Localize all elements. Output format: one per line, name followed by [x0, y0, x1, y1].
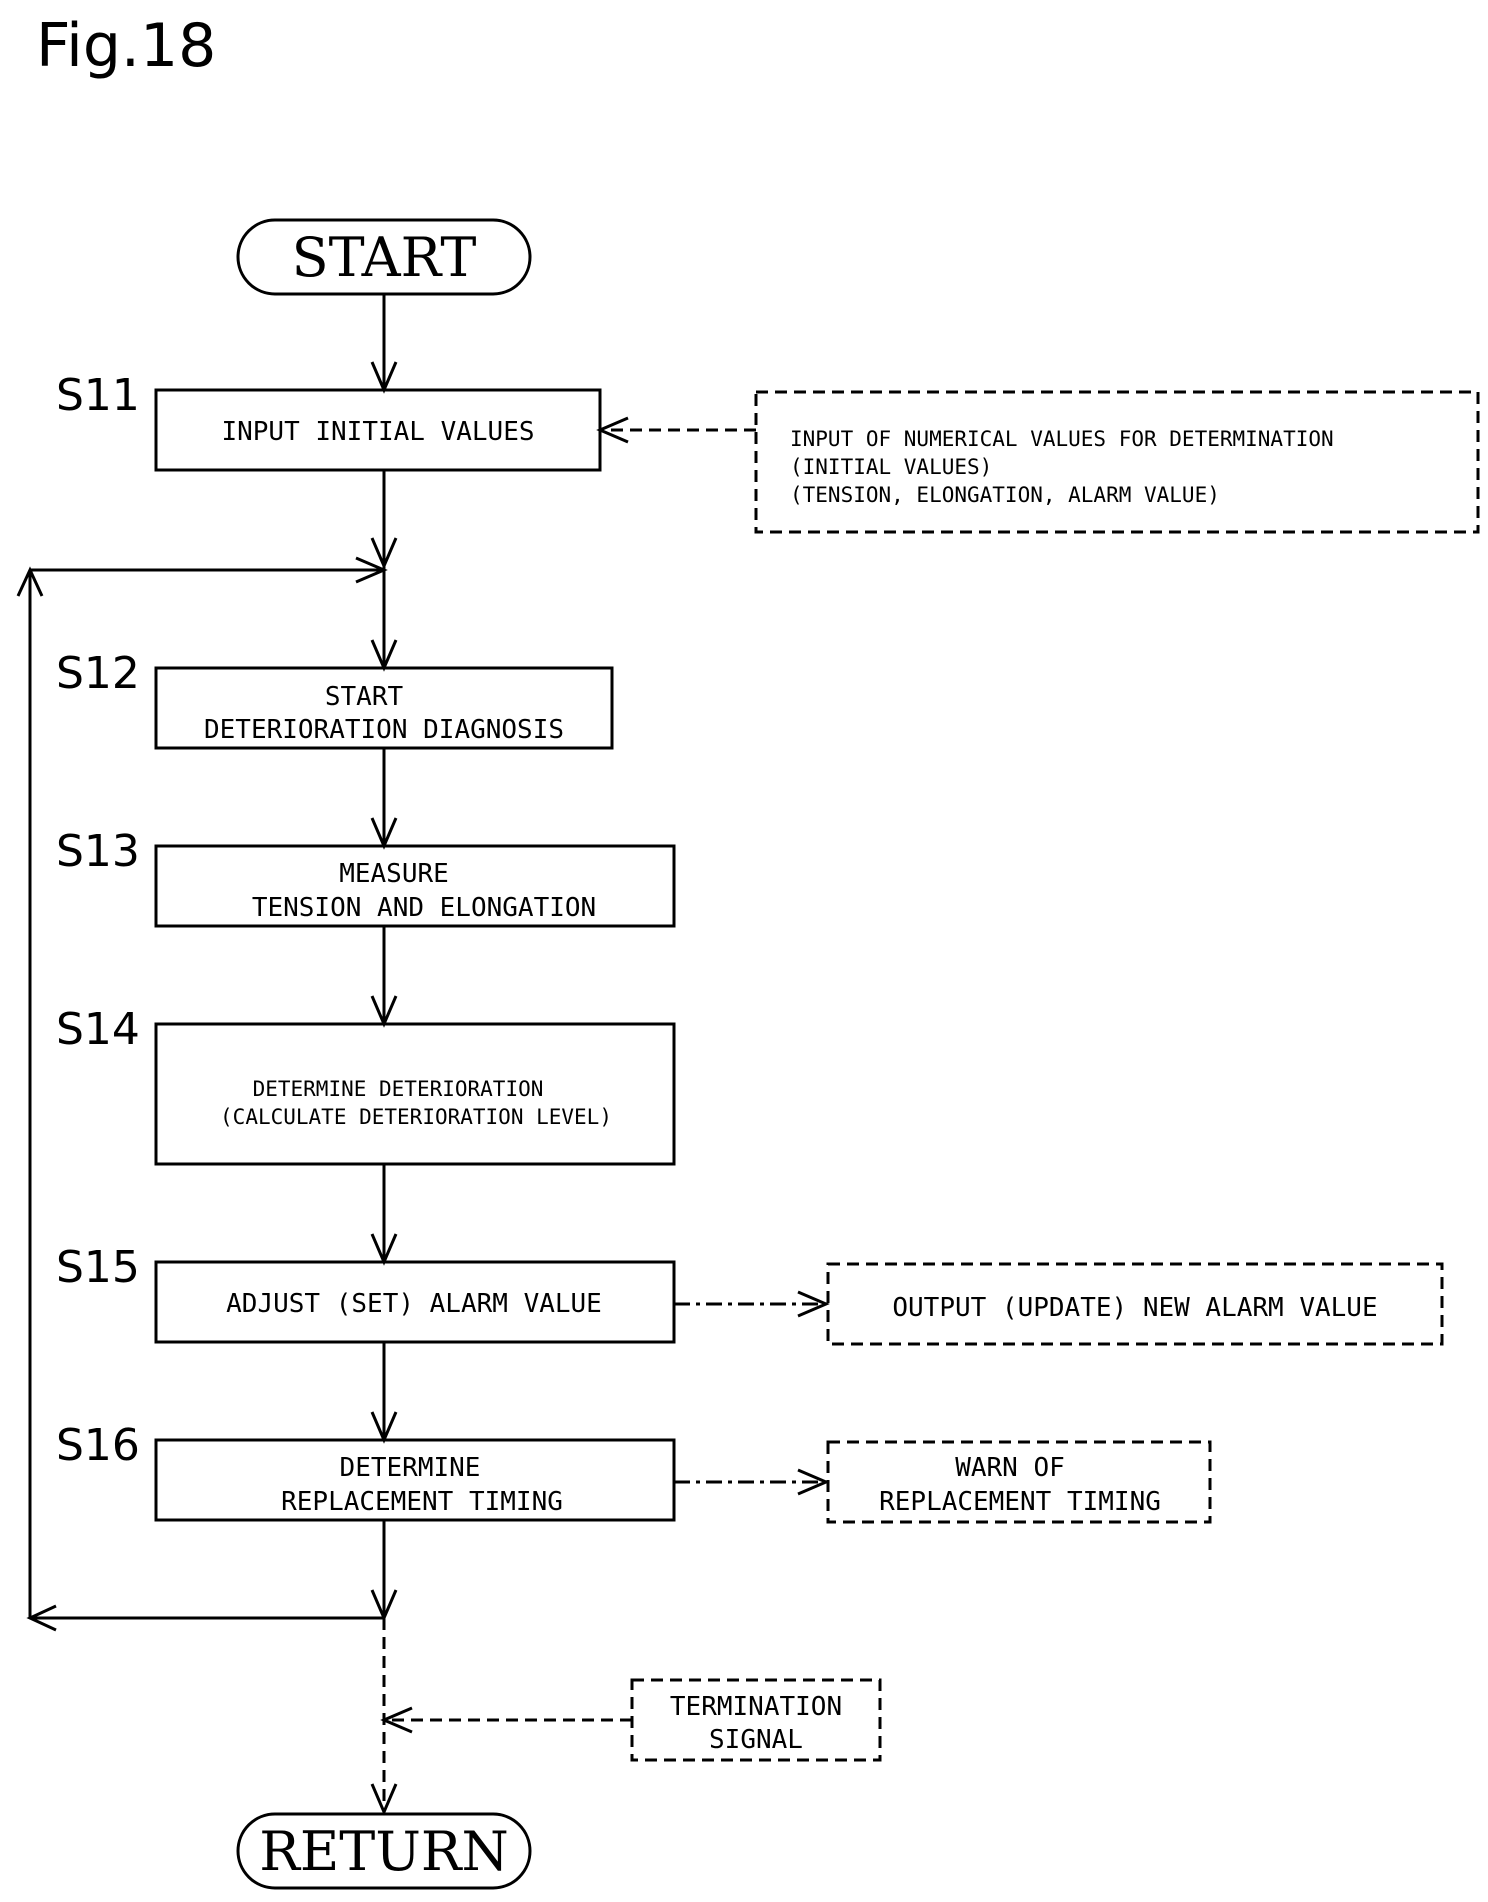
note-warn-line-2: REPLACEMENT TIMING [879, 1487, 1161, 1517]
step-label-s12: S12 [56, 648, 140, 699]
start-label: START [292, 226, 477, 289]
note-output-alarm-text: OUTPUT (UPDATE) NEW ALARM VALUE [892, 1293, 1377, 1323]
return-terminal: RETURN [238, 1814, 530, 1888]
step-text-s16-line-1: DETERMINE [340, 1453, 481, 1483]
step-text-s13-line-2: TENSION AND ELONGATION [252, 893, 596, 923]
step-label-s14: S14 [56, 1004, 140, 1055]
note-input-values-line-1: INPUT OF NUMERICAL VALUES FOR DETERMINAT… [790, 427, 1334, 451]
step-s12: S12 START DETERIORATION DIAGNOSIS [56, 648, 612, 748]
step-text-s15: ADJUST (SET) ALARM VALUE [226, 1289, 602, 1319]
step-text-s12-line-1: START [325, 682, 404, 712]
step-text-s14-line-1: DETERMINE DETERIORATION [253, 1077, 544, 1101]
step-label-s11: S11 [56, 370, 140, 421]
step-text-s16-line-2: REPLACEMENT TIMING [281, 1487, 563, 1517]
main-flow-connectors [372, 294, 396, 1618]
step-s15: S15 ADJUST (SET) ALARM VALUE [56, 1242, 674, 1342]
note-warn: WARN OF REPLACEMENT TIMING [674, 1442, 1210, 1522]
figure-title: Fig.18 [36, 11, 216, 81]
note-input-values-line-3: (TENSION, ELONGATION, ALARM VALUE) [790, 483, 1220, 507]
note-warn-line-1: WARN OF [955, 1453, 1065, 1483]
note-input-values-line-2: (INITIAL VALUES) [790, 455, 992, 479]
step-s13: S13 MEASURE TENSION AND ELONGATION [56, 826, 674, 926]
note-output-alarm: OUTPUT (UPDATE) NEW ALARM VALUE [674, 1264, 1442, 1344]
note-termination-line-1: TERMINATION [670, 1692, 842, 1722]
start-terminal: START [238, 220, 530, 294]
step-s14: S14 DETERMINE DETERIORATION (CALCULATE D… [56, 1004, 674, 1164]
step-text-s11: INPUT INITIAL VALUES [221, 417, 534, 447]
step-label-s13: S13 [56, 826, 140, 877]
step-text-s12-line-2: DETERIORATION DIAGNOSIS [204, 715, 564, 745]
note-input-values: INPUT OF NUMERICAL VALUES FOR DETERMINAT… [600, 392, 1478, 532]
step-label-s16: S16 [56, 1420, 140, 1471]
step-text-s14-line-2: (CALCULATE DETERIORATION LEVEL) [220, 1105, 612, 1129]
step-s11: S11 INPUT INITIAL VALUES [56, 370, 600, 470]
step-text-s13-line-1: MEASURE [339, 859, 449, 889]
note-termination: TERMINATION SIGNAL [384, 1680, 880, 1760]
return-label: RETURN [259, 1820, 509, 1883]
note-termination-line-2: SIGNAL [709, 1725, 803, 1755]
step-s16: S16 DETERMINE REPLACEMENT TIMING [56, 1420, 674, 1520]
step-label-s15: S15 [56, 1242, 140, 1293]
